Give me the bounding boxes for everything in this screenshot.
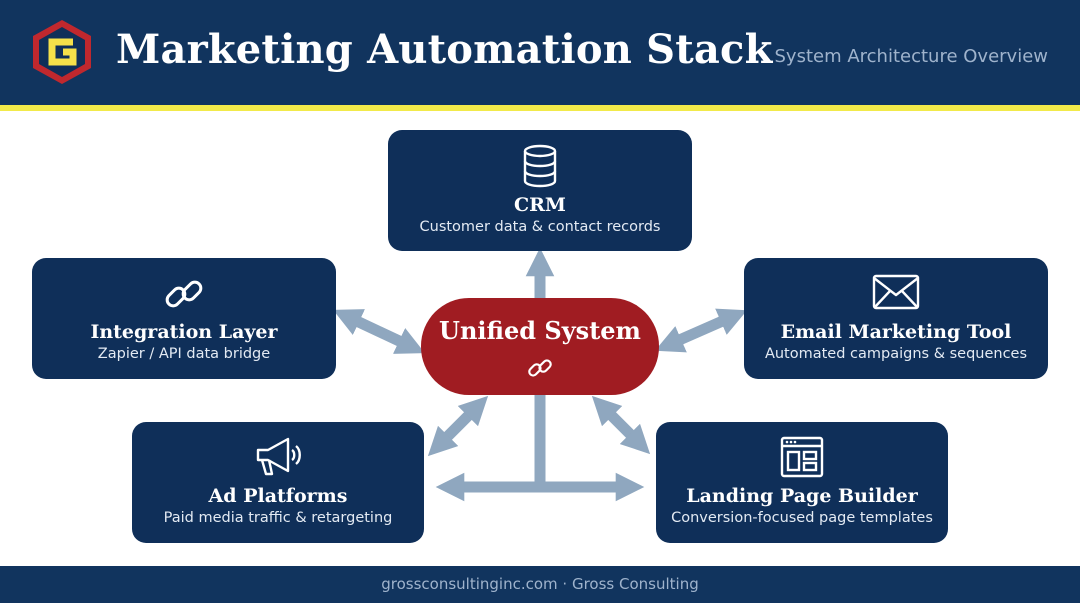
link-icon <box>165 280 203 308</box>
node-email-desc: Automated campaigns & sequences <box>764 346 1028 362</box>
center-unified-system[interactable]: Unified System <box>421 298 659 395</box>
node-ads-title: Ad Platforms <box>208 485 348 507</box>
arrow-email <box>654 308 748 353</box>
database-icon <box>523 144 557 188</box>
center-title: Unified System <box>439 316 641 345</box>
footer-text: grossconsultinginc.com · Gross Consultin… <box>381 575 699 593</box>
node-crm-desc: Customer data & contact records <box>419 219 661 235</box>
node-email-title: Email Marketing Tool <box>780 321 1012 343</box>
node-integration-layer[interactable]: Integration Layer Zapier / API data brid… <box>32 258 336 379</box>
node-crm[interactable]: CRM Customer data & contact records <box>388 130 692 251</box>
node-crm-title: CRM <box>514 194 566 216</box>
envelope-icon <box>872 274 920 310</box>
node-integration-title: Integration Layer <box>90 321 278 343</box>
link-icon <box>528 359 552 377</box>
node-ads-desc: Paid media traffic & retargeting <box>163 510 393 526</box>
page-layout-icon <box>780 436 824 478</box>
node-ad-platforms[interactable]: Ad Platforms Paid media traffic & retarg… <box>132 422 424 543</box>
node-email-marketing[interactable]: Email Marketing Tool Automated campaigns… <box>744 258 1048 379</box>
node-integration-desc: Zapier / API data bridge <box>97 346 271 362</box>
logo-icon <box>33 20 91 84</box>
arrow-integration <box>333 309 425 354</box>
arrow-landing <box>591 395 651 455</box>
footer-bar: grossconsultinginc.com · Gross Consultin… <box>0 566 1080 603</box>
node-landing-page-builder[interactable]: Landing Page Builder Conversion-focused … <box>656 422 948 543</box>
arrow-ads <box>427 395 489 457</box>
header-bar: Marketing Automation Stack System Archit… <box>0 0 1080 105</box>
megaphone-icon <box>256 437 301 476</box>
node-landing-desc: Conversion-focused page templates <box>671 510 933 526</box>
page-subtitle: System Architecture Overview <box>774 46 1048 67</box>
header-accent-stripe <box>0 105 1080 111</box>
node-landing-title: Landing Page Builder <box>686 485 918 507</box>
page-title: Marketing Automation Stack <box>116 26 773 73</box>
